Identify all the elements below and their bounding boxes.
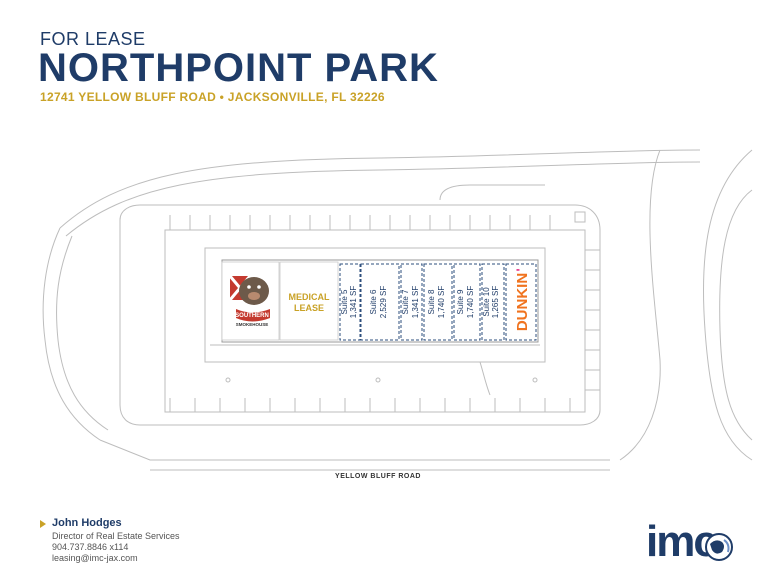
light-pole-marker	[225, 377, 231, 383]
contact-title: Director of Real Estate Services	[52, 531, 180, 541]
tenant-southern-line2: SMOKEHOUSE	[236, 322, 269, 327]
parking-stalls-bottom	[169, 398, 571, 412]
dunkin-logo-text: DUNKIN	[514, 273, 531, 331]
road-curve-top-inner	[65, 161, 701, 237]
contact-phone[interactable]: 904.737.8846 x114	[52, 542, 129, 552]
imc-logo: imc	[646, 517, 733, 566]
road-label: YELLOW BLUFF ROAD	[335, 473, 421, 480]
suite-5: Suite 5 1,341 SF	[339, 263, 361, 341]
suite-7-name: Suite 7	[401, 289, 410, 314]
building-pad	[204, 247, 546, 363]
parking-loop-inner	[164, 229, 586, 413]
contact-name: John Hodges	[52, 517, 122, 529]
suite-6: Suite 6 2,529 SF	[360, 263, 400, 341]
suite-7-area: 1,341 SF	[411, 286, 420, 319]
road-left-inner	[56, 235, 109, 431]
medical-line2: LEASE	[294, 303, 324, 313]
header-subtitle: FOR LEASE	[40, 29, 146, 49]
imc-logo-text: imc	[646, 517, 718, 566]
tenant-dunkin: DUNKIN '	[505, 263, 537, 341]
suite-5-area: 1,341 SF	[349, 286, 358, 319]
medical-line1: MEDICAL	[289, 292, 330, 302]
contact-email[interactable]: leasing@imc-jax.com	[52, 553, 138, 563]
parking-stalls-right	[585, 249, 600, 391]
suite-10-area: 1,265 SF	[491, 286, 500, 319]
page-title: NORTHPOINT PARK	[38, 46, 439, 90]
road-left-outer	[42, 227, 101, 441]
drive-thru-lane	[479, 361, 491, 396]
globe-icon	[705, 533, 733, 561]
suite-10-name: Suite 10	[482, 287, 491, 317]
road-right-inner	[619, 149, 661, 461]
tenant-southern-line1: SOUTHERN	[235, 313, 269, 319]
road-frontage	[99, 439, 610, 461]
suite-9-area: 1,740 SF	[466, 286, 475, 319]
road-right-lane	[719, 189, 753, 441]
suite-5-name: Suite 5	[340, 289, 349, 314]
dunkin-logo-mark: '	[514, 268, 528, 271]
suite-6-name: Suite 6	[369, 289, 378, 314]
tenant-southern-smokehouse: SOUTHERN SMOKEHOUSE	[221, 261, 280, 341]
suite-8-name: Suite 8	[427, 289, 436, 314]
light-pole-marker	[532, 377, 538, 383]
parking-loop-outer	[119, 204, 601, 426]
suite-8: Suite 8 1,740 SF	[423, 263, 453, 341]
island-small	[574, 211, 586, 223]
suite-9-name: Suite 9	[456, 289, 465, 314]
suite-9: Suite 9 1,740 SF	[453, 263, 481, 341]
header-address: 12741 YELLOW BLUFF ROAD • JACKSONVILLE, …	[40, 90, 385, 104]
parking-stalls-top	[169, 215, 551, 230]
road-curve-top-outer	[59, 149, 701, 229]
suite-10: Suite 10 1,265 SF	[481, 263, 505, 341]
suite-6-area: 2,529 SF	[379, 286, 388, 319]
road-right-outer	[702, 149, 753, 461]
suites-group: Suite 5 1,341 SF Suite 6 2,529 SF Suite …	[339, 263, 505, 341]
light-pole-marker	[375, 377, 381, 383]
suite-7: Suite 7 1,341 SF	[400, 263, 423, 341]
island-top-right	[439, 184, 545, 201]
arrow-icon	[40, 520, 46, 528]
boar-icon	[239, 277, 269, 305]
tenant-medical-lease: MEDICAL LEASE	[279, 261, 339, 341]
suite-8-area: 1,740 SF	[437, 286, 446, 319]
